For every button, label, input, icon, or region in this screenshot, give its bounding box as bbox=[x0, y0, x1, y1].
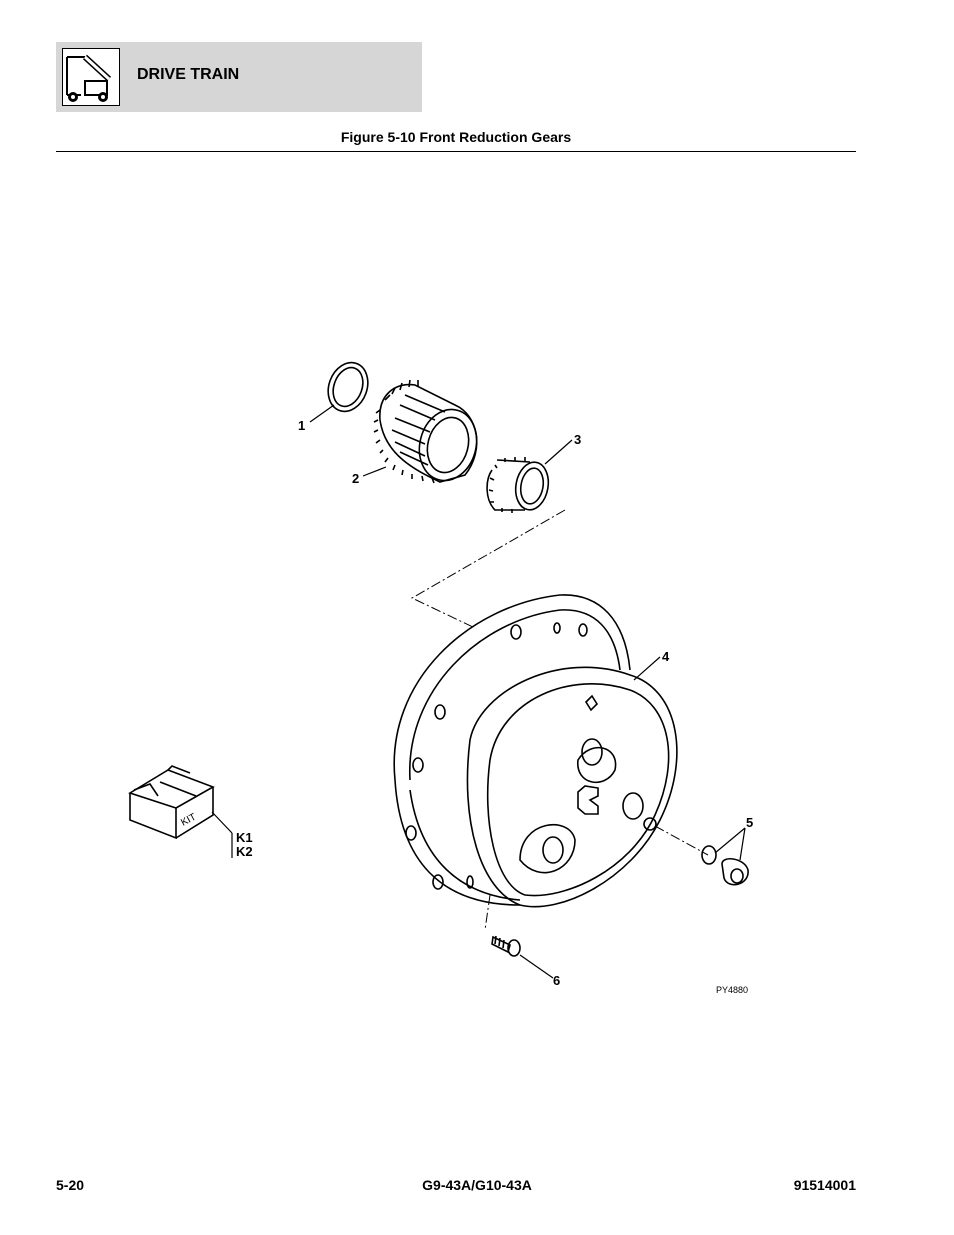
callout-2: 2 bbox=[352, 471, 359, 486]
screw-part bbox=[491, 935, 521, 957]
callout-5: 5 bbox=[746, 815, 753, 830]
kit-box-icon bbox=[128, 765, 215, 840]
reduction-housing-part bbox=[393, 594, 678, 908]
callout-6: 6 bbox=[553, 973, 560, 988]
figure-title: Figure 5-10 Front Reduction Gears bbox=[340, 129, 572, 145]
drain-plug-part bbox=[701, 845, 749, 886]
kit-ref-k2: K2 bbox=[236, 844, 253, 859]
reduction-gear-part bbox=[373, 379, 478, 484]
callout-3: 3 bbox=[574, 432, 581, 447]
snap-ring-part bbox=[327, 361, 369, 413]
callout-1: 1 bbox=[298, 418, 305, 433]
kit-ref-k1: K1 bbox=[236, 830, 253, 845]
document-number: 91514001 bbox=[793, 1177, 856, 1193]
page-number: 5-20 bbox=[56, 1177, 85, 1193]
model-number: G9-43A/G10-43A bbox=[422, 1177, 532, 1193]
lift-truck-icon bbox=[62, 48, 120, 106]
section-title: DRIVE TRAIN bbox=[137, 66, 240, 83]
assembly-path-line bbox=[410, 509, 566, 629]
bearing-part bbox=[486, 457, 550, 513]
header-divider bbox=[56, 151, 856, 152]
image-code: PY4880 bbox=[716, 985, 748, 995]
callout-4: 4 bbox=[662, 649, 670, 664]
assembly-path-line-lower bbox=[484, 825, 709, 931]
